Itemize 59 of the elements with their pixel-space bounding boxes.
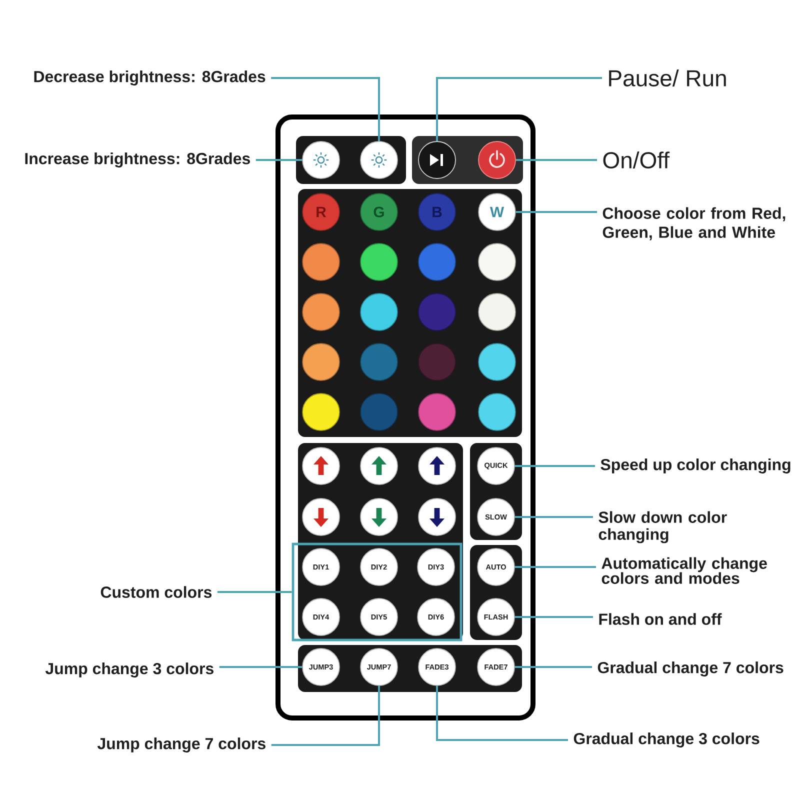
arrow-button <box>418 498 456 536</box>
color-button <box>418 293 456 331</box>
color-button <box>360 243 398 281</box>
color-button <box>478 293 516 331</box>
callout-label: Gradual change 3 colors <box>574 732 760 748</box>
leader-line <box>271 686 380 746</box>
leader-line <box>516 159 597 161</box>
leader-line <box>256 159 302 161</box>
color-button <box>478 243 516 281</box>
callout-label: Jump change 7 colors <box>97 738 266 752</box>
color-button <box>302 243 340 281</box>
callout-label: On/Off <box>603 152 670 168</box>
highlight-frame <box>292 542 462 642</box>
arrow-button <box>302 498 340 536</box>
color-button <box>418 243 456 281</box>
leader-line <box>217 591 292 593</box>
color-button: G <box>360 193 398 231</box>
color-button <box>302 393 340 431</box>
remote-button <box>302 141 340 179</box>
color-button: R <box>302 193 340 231</box>
remote-button <box>478 141 516 179</box>
callout-label: Pause/ Run <box>609 70 726 86</box>
callout-label: Slow down color changing <box>598 511 727 544</box>
remote-button <box>418 141 456 179</box>
callout-label: Jump change 3 colors <box>45 662 214 678</box>
callout-label: Speed up color changing <box>600 458 790 474</box>
arrow-button <box>360 447 398 485</box>
callout-label: Automatically change colors and modes <box>602 557 767 584</box>
color-button <box>360 393 398 431</box>
leader-line <box>514 666 592 668</box>
callout-label: Custom colors <box>100 586 212 598</box>
leader-line <box>271 77 380 142</box>
color-button <box>478 343 516 381</box>
leader-line <box>436 686 568 741</box>
callout-label: Choose color from Red, Green, Blue and White <box>602 207 786 240</box>
color-button <box>418 393 456 431</box>
callout-label: Decrease brightness: 8Grades <box>34 70 266 86</box>
color-button: W <box>478 193 516 231</box>
callout-label: Gradual change 7 colors <box>598 662 784 676</box>
color-button <box>360 343 398 381</box>
color-button <box>302 293 340 331</box>
callout-label: Increase brightness: 8Grades <box>25 152 250 168</box>
arrow-button <box>418 447 456 485</box>
color-button <box>360 293 398 331</box>
arrow-button <box>360 498 398 536</box>
remote-button <box>360 141 398 179</box>
leader-line <box>514 516 593 518</box>
leader-line <box>514 616 593 618</box>
leader-line <box>514 566 596 568</box>
color-button <box>418 343 456 381</box>
color-button <box>478 393 516 431</box>
leader-line <box>516 211 597 213</box>
leader-line <box>436 77 602 142</box>
callout-label: Flash on and off <box>599 613 722 625</box>
leader-line <box>514 465 595 467</box>
color-button: B <box>418 193 456 231</box>
arrow-button <box>302 447 340 485</box>
color-button <box>302 343 340 381</box>
leader-line <box>219 666 302 668</box>
